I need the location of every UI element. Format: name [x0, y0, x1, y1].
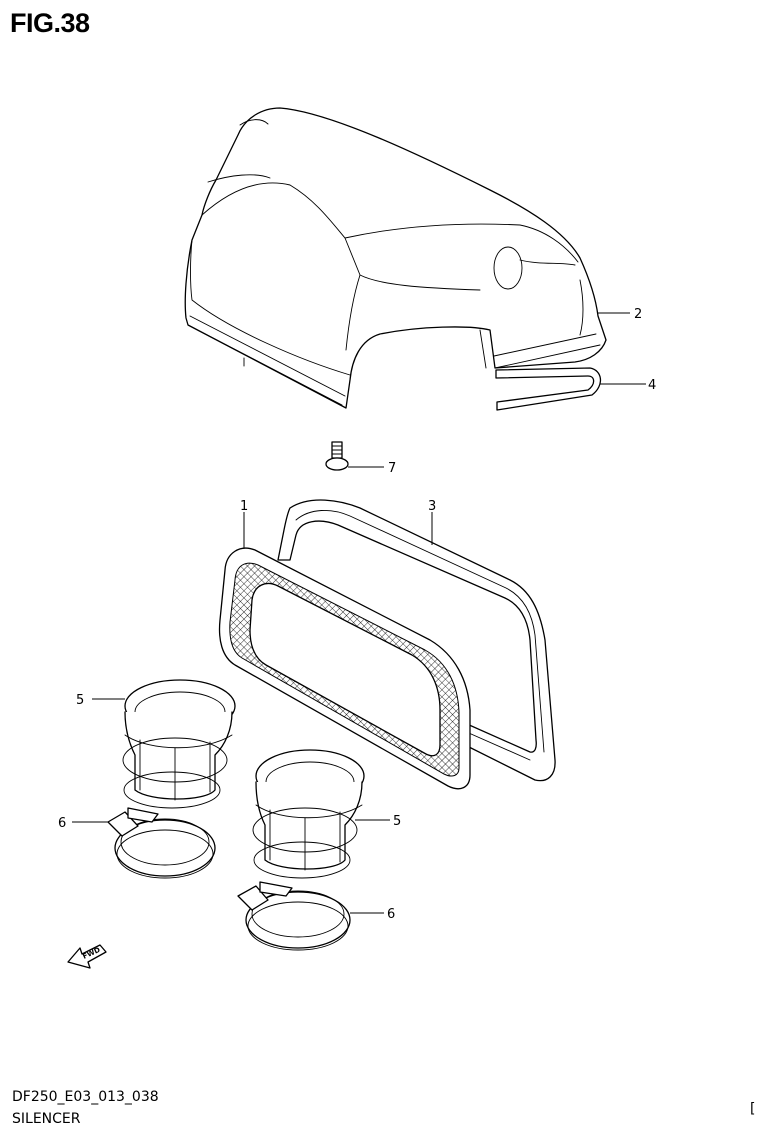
callout-3: 3 [428, 499, 436, 514]
corner-mark: [ [750, 1101, 756, 1117]
callout-6-left: 6 [58, 816, 66, 831]
intake-funnel-left [122, 679, 236, 809]
hose-clamp-left [107, 807, 216, 879]
gasket-frame [277, 499, 556, 782]
hose-clamp-right [237, 881, 351, 951]
diagram-code: DF250_E03_013_038 [12, 1089, 159, 1105]
seal-strip [495, 367, 602, 411]
callout-5-right: 5 [393, 814, 401, 829]
callout-5-left: 5 [76, 693, 84, 708]
silencer-cover [184, 107, 607, 409]
intake-funnel-right [252, 749, 365, 879]
callout-4: 4 [648, 378, 656, 393]
callout-7: 7 [388, 461, 396, 476]
diagram-name: SILENCER [12, 1111, 81, 1127]
forward-direction-arrow: FWD [67, 944, 107, 969]
air-filter [218, 547, 471, 790]
callout-6-right: 6 [387, 907, 395, 922]
callout-2: 2 [634, 307, 642, 322]
leader-lines [72, 312, 646, 914]
callout-1: 1 [240, 499, 248, 514]
figure-title: FIG.38 [10, 8, 90, 38]
screw [325, 441, 349, 471]
